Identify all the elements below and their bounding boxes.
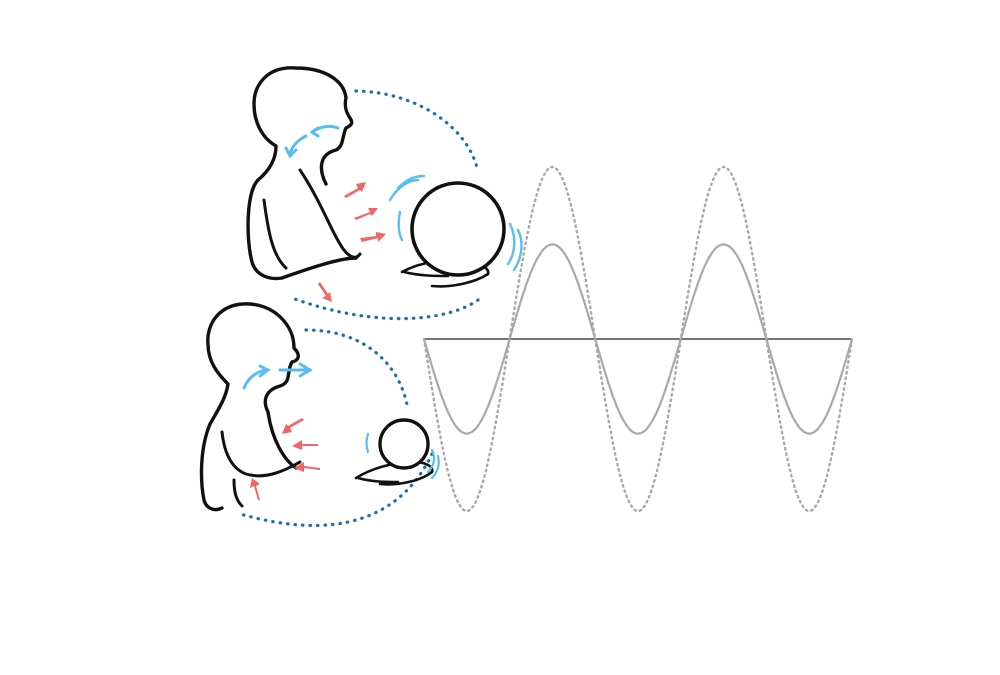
- breath-in-arrows: [284, 124, 340, 159]
- wave-solid-small-amplitude: [422, 243, 854, 435]
- person-arm-top: [262, 168, 362, 270]
- dotted-orbit-bottom: [238, 328, 434, 528]
- person-arm-bottom: [220, 430, 302, 508]
- vibration-marks-top: [388, 174, 523, 272]
- force-arrows-outward: [318, 182, 386, 302]
- ball-small: [378, 418, 430, 470]
- force-arrows-inward: [250, 418, 320, 500]
- person-figure-top: [246, 66, 358, 281]
- person-figure-bottom: [199, 302, 300, 512]
- hand-bottom: [354, 460, 434, 486]
- breath-out-arrows: [242, 362, 313, 390]
- dotted-orbit-top: [290, 89, 480, 321]
- panel-inhale: [246, 66, 523, 321]
- wave-chart: [422, 165, 854, 513]
- vibration-marks-bottom: [365, 432, 440, 480]
- ball-large: [410, 181, 506, 277]
- panel-exhale: [199, 302, 440, 528]
